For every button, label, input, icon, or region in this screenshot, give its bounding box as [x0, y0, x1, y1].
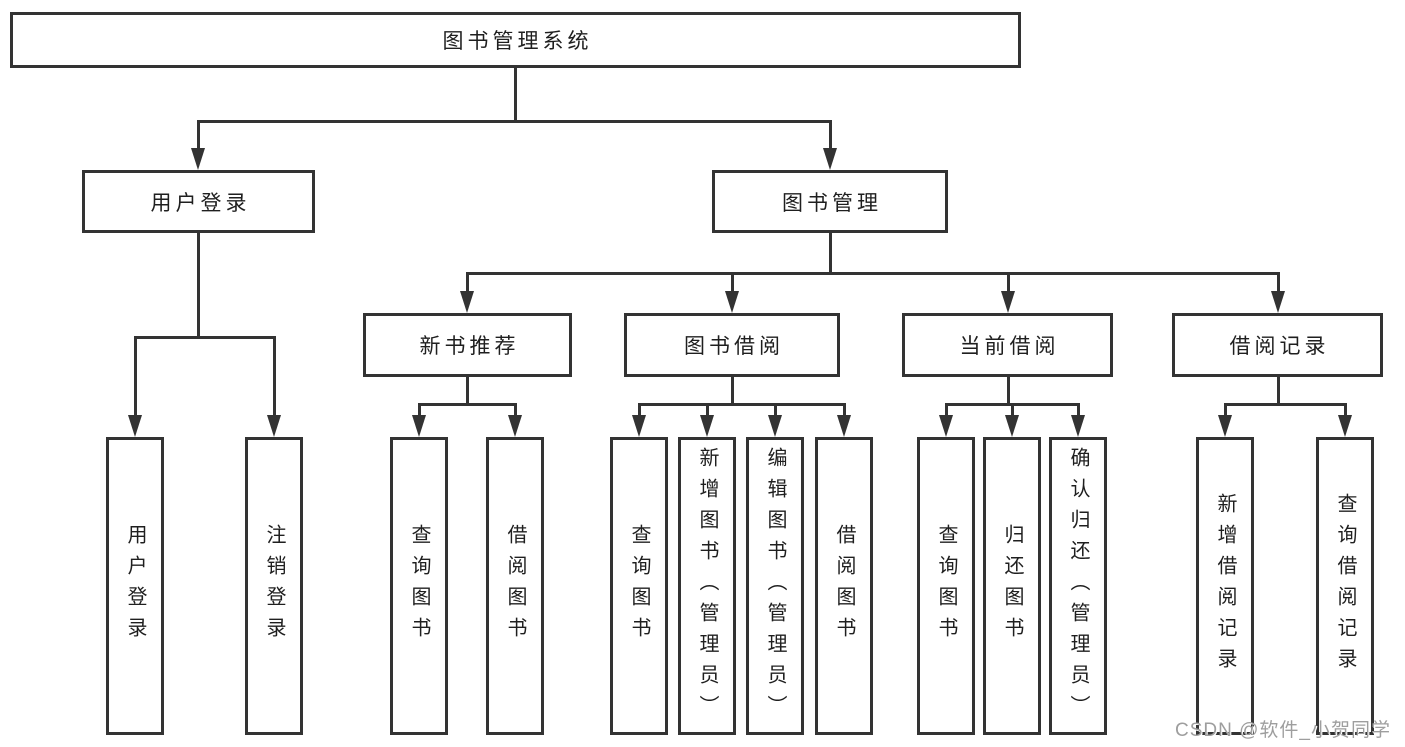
connector-drop-borrow-books-borrow [843, 403, 846, 417]
connector-drop-borrow-records [1277, 272, 1280, 296]
connector-drop-query-record [1344, 403, 1347, 417]
connector-drop-query-books-current [945, 403, 948, 417]
arrowhead-query-books-borrow [632, 415, 646, 437]
arrowhead-user-login [191, 148, 205, 170]
connector-drop-add-record [1224, 403, 1227, 417]
arrowhead-add-record [1218, 415, 1232, 437]
arrowhead-query-books-rec [412, 415, 426, 437]
connector-drop-book-mgmt [829, 120, 832, 152]
connector-drop-edit-books [774, 403, 777, 417]
connector-drop-borrow-books-rec [514, 403, 517, 417]
connector-drop-new-book-rec [466, 272, 469, 296]
leaf-query-books-current: 查询图书 [917, 437, 975, 735]
node-new-book-recommend: 新书推荐 [363, 313, 572, 377]
connector-drop-return-books [1011, 403, 1014, 417]
leaf-edit-books-admin: 编辑图书（管理员） [746, 437, 804, 735]
connector-user-login-rail [134, 336, 276, 339]
arrowhead-borrow-records [1271, 291, 1285, 313]
leaf-borrow-books-borrow: 借阅图书 [815, 437, 873, 735]
node-library-management-system: 图书管理系统 [10, 12, 1021, 68]
node-book-management: 图书管理 [712, 170, 948, 233]
connector-drop-leaf-logout [273, 336, 276, 418]
arrowhead-return-books [1005, 415, 1019, 437]
connector-book-borrow-rail [638, 403, 846, 406]
connector-borrow-records-rail [1224, 403, 1347, 406]
connector-book-mgmt-stem [829, 233, 832, 275]
arrowhead-leaf-logout [267, 415, 281, 437]
leaf-confirm-return-admin: 确认归还（管理员） [1049, 437, 1107, 735]
arrowhead-query-books-current [939, 415, 953, 437]
connector-drop-confirm-return [1077, 403, 1080, 417]
leaf-query-books-borrow: 查询图书 [610, 437, 668, 735]
node-user-login: 用户登录 [82, 170, 315, 233]
leaf-logout: 注销登录 [245, 437, 303, 735]
connector-drop-current-borrow [1007, 272, 1010, 296]
arrowhead-add-books [700, 415, 714, 437]
connector-drop-user-login [197, 120, 200, 152]
arrowhead-current-borrow [1001, 291, 1015, 313]
node-current-borrowing: 当前借阅 [902, 313, 1113, 377]
connector-drop-book-borrow [731, 272, 734, 296]
arrowhead-borrow-books-borrow [837, 415, 851, 437]
csdn-watermark: CSDN @软件_小贺同学 [1175, 720, 1391, 741]
connector-new-book-rec-stem [466, 377, 469, 406]
arrowhead-book-borrow [725, 291, 739, 313]
connector-drop-query-books-rec [418, 403, 421, 417]
connector-drop-add-books [706, 403, 709, 417]
leaf-query-books-rec: 查询图书 [390, 437, 448, 735]
node-borrowing-records: 借阅记录 [1172, 313, 1383, 377]
arrowhead-leaf-user-login [128, 415, 142, 437]
leaf-query-borrow-record: 查询借阅记录 [1316, 437, 1374, 735]
arrowhead-book-mgmt [823, 148, 837, 170]
arrowhead-borrow-books-rec [508, 415, 522, 437]
leaf-user-login: 用户登录 [106, 437, 164, 735]
arrowhead-confirm-return [1071, 415, 1085, 437]
arrowhead-new-book-rec [460, 291, 474, 313]
connector-new-book-rec-rail [418, 403, 517, 406]
leaf-return-books: 归还图书 [983, 437, 1041, 735]
connector-user-login-stem [197, 233, 200, 339]
leaf-add-borrow-record: 新增借阅记录 [1196, 437, 1254, 735]
connector-level3-rail [466, 272, 1280, 275]
arrowhead-query-record [1338, 415, 1352, 437]
connector-level2-rail [197, 120, 832, 123]
connector-root-stem [514, 68, 517, 123]
connector-book-borrow-stem [731, 377, 734, 406]
arrowhead-edit-books [768, 415, 782, 437]
connector-drop-leaf-user-login [134, 336, 137, 418]
connector-drop-query-books-borrow [638, 403, 641, 417]
leaf-borrow-books-rec: 借阅图书 [486, 437, 544, 735]
leaf-add-books-admin: 新增图书（管理员） [678, 437, 736, 735]
node-book-borrowing: 图书借阅 [624, 313, 840, 377]
connector-current-borrow-stem [1007, 377, 1010, 406]
connector-borrow-records-stem [1277, 377, 1280, 406]
